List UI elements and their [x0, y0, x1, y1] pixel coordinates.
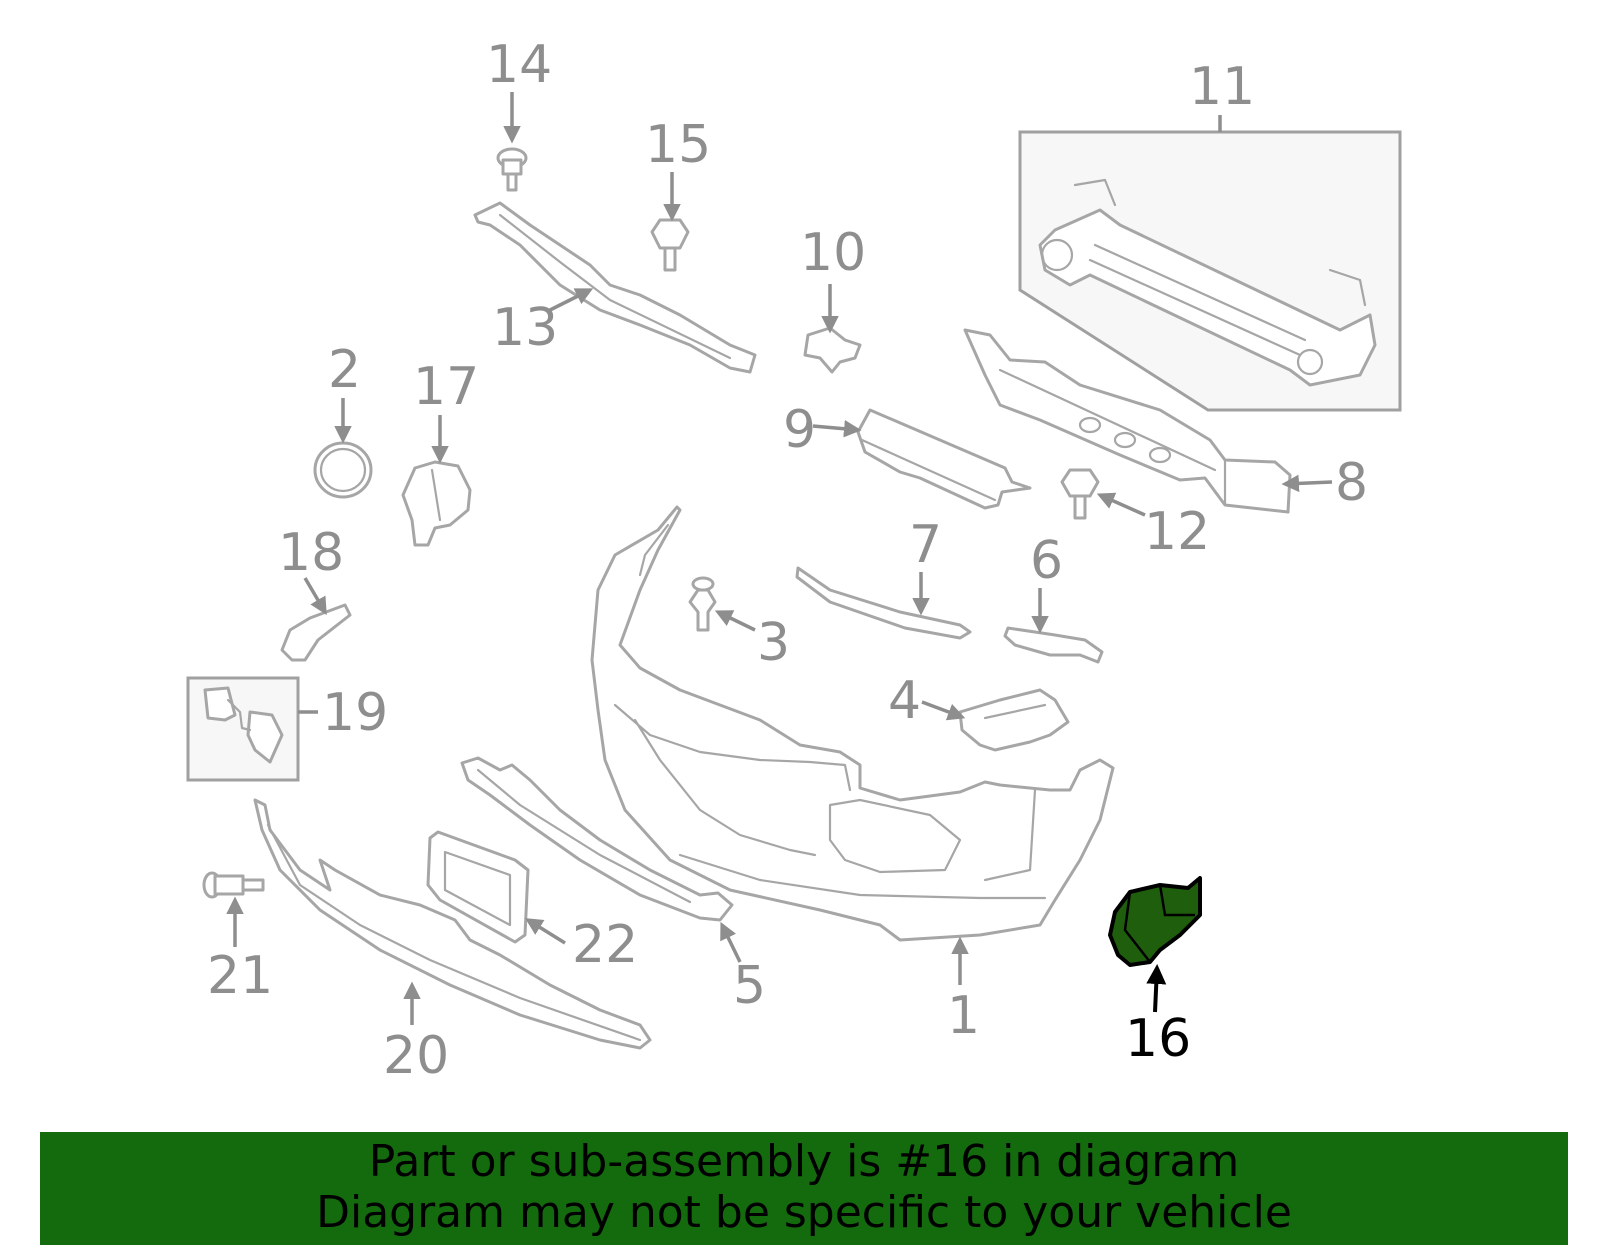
- part-17-bracket[interactable]: [401, 460, 472, 547]
- part-7-molding[interactable]: [795, 566, 972, 640]
- callout-labels: 14 15 11 10 13 2 17 9 8 12 18 7 6 3 4 19…: [207, 35, 1368, 1086]
- part-4-bracket[interactable]: [958, 688, 1070, 752]
- callout-17: 17: [413, 357, 479, 417]
- leader-lines: [226, 92, 1333, 1025]
- callout-20: 20: [383, 1026, 449, 1086]
- callout-18: 18: [278, 523, 344, 583]
- callout-5: 5: [733, 956, 766, 1016]
- callout-7: 7: [909, 515, 942, 575]
- callout-19: 19: [322, 683, 388, 743]
- callout-6: 6: [1030, 531, 1063, 591]
- part-9-reinforcement[interactable]: [856, 408, 1032, 510]
- part-10-bracket[interactable]: [803, 326, 862, 374]
- callout-21: 21: [207, 946, 273, 1006]
- callout-4: 4: [888, 671, 921, 731]
- callout-16: 16: [1125, 1009, 1191, 1069]
- part-14-bolt[interactable]: [496, 147, 528, 192]
- banner-line-1: Part or sub-assembly is #16 in diagram: [368, 1136, 1240, 1187]
- part-2-ring[interactable]: [313, 441, 373, 499]
- callout-10: 10: [800, 223, 866, 283]
- callout-9: 9: [783, 400, 816, 460]
- callout-22: 22: [572, 915, 638, 975]
- callout-13: 13: [492, 298, 558, 358]
- part-22-license-bracket[interactable]: [426, 830, 530, 944]
- part-12-clip[interactable]: [1060, 468, 1100, 520]
- callout-1: 1: [947, 986, 980, 1046]
- callout-15: 15: [645, 115, 711, 175]
- part-5-lower-absorber[interactable]: [460, 756, 734, 922]
- part-18-clip[interactable]: [280, 603, 352, 662]
- callout-3: 3: [757, 613, 790, 673]
- callout-12: 12: [1144, 502, 1210, 562]
- part-13-upper-support[interactable]: [473, 201, 757, 374]
- part-3-push-pin[interactable]: [688, 576, 717, 632]
- part-1-bumper-cover[interactable]: [590, 505, 1115, 942]
- part-20-lower-trim[interactable]: [253, 798, 652, 1050]
- callout-14: 14: [486, 35, 552, 95]
- part-11-reinforcement-group[interactable]: [1018, 130, 1402, 412]
- callout-8: 8: [1335, 453, 1368, 513]
- part-15-clip[interactable]: [650, 218, 690, 272]
- callout-2: 2: [328, 340, 361, 400]
- part-6-bracket[interactable]: [1003, 626, 1104, 664]
- part-19-bracket-kit[interactable]: [186, 676, 300, 782]
- callout-11: 11: [1189, 57, 1255, 117]
- part-16-highlighted[interactable]: [1108, 876, 1202, 967]
- banner-line-2: Diagram may not be specific to your vehi…: [316, 1187, 1292, 1238]
- part-21-bolt[interactable]: [202, 871, 265, 899]
- info-banner: Part or sub-assembly is #16 in diagram D…: [40, 1132, 1568, 1245]
